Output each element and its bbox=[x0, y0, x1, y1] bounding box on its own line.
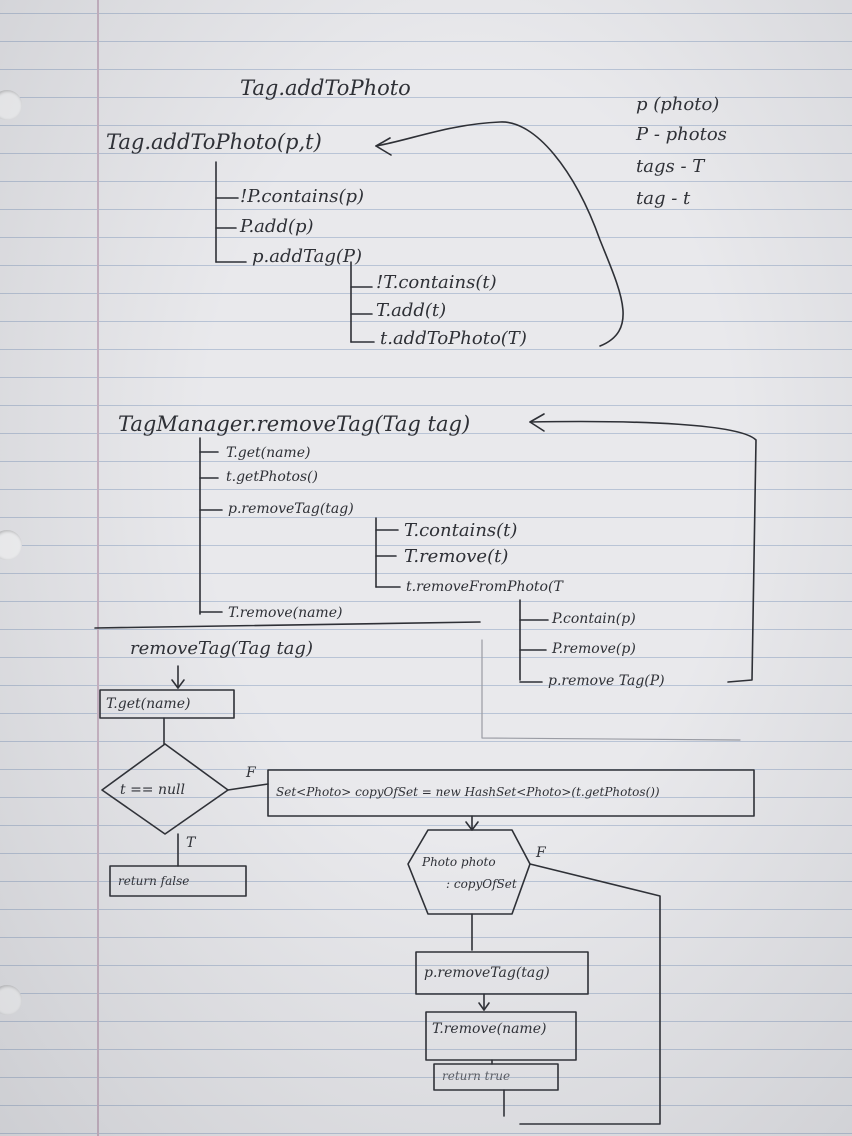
add-tree-item: !P.contains(p) bbox=[240, 186, 365, 207]
remove-name-shape bbox=[425, 1011, 577, 1061]
remove-tree-root: TagManager.removeTag(Tag tag) bbox=[118, 412, 471, 436]
add-sub-item: T.add(t) bbox=[376, 300, 447, 321]
remove-sub-item: T.contains(t) bbox=[404, 520, 518, 541]
remove-tree-item: t.getPhotos() bbox=[226, 469, 318, 485]
page-title: Tag.addToPhoto bbox=[240, 76, 411, 100]
return-true-box: return true bbox=[442, 1069, 511, 1083]
copy-set-shape bbox=[267, 769, 755, 817]
remove-loop-arrowhead bbox=[529, 413, 545, 432]
legend-item: tag - t bbox=[636, 188, 691, 209]
remove-sub-item: t.removeFromPhoto(T bbox=[406, 579, 563, 595]
return-false-box: return false bbox=[118, 874, 190, 888]
add-sub-item: t.addToPhoto(T) bbox=[380, 328, 527, 349]
loop-label: : copyOfSet bbox=[446, 877, 517, 891]
loop-false-line bbox=[519, 863, 661, 1125]
decision-shape bbox=[101, 743, 229, 835]
remove-tree-item: T.get(name) bbox=[226, 445, 311, 461]
remove-tree-item: T.remove(name) bbox=[228, 605, 343, 621]
add-sub-item: !T.contains(t) bbox=[376, 272, 497, 293]
return-true-shape bbox=[433, 1063, 559, 1091]
get-box: T.get(name) bbox=[106, 696, 191, 712]
legend-item: p (photo) bbox=[636, 94, 720, 115]
remove-tag-shape bbox=[415, 951, 589, 995]
remove-loop-arrow bbox=[529, 420, 757, 683]
return-false-shape bbox=[109, 865, 247, 897]
legend-item: P - photos bbox=[636, 124, 727, 145]
add-tree-root: Tag.addToPhoto(p,t) bbox=[106, 130, 322, 154]
binder-hole bbox=[0, 530, 22, 560]
flow-title: removeTag(Tag tag) bbox=[130, 638, 313, 659]
copy-set-box: Set<Photo> copyOfSet = new HashSet<Photo… bbox=[276, 785, 660, 799]
remove-sub2-item: P.remove(p) bbox=[552, 641, 636, 657]
add-tree-item: p.addTag(P) bbox=[252, 246, 363, 267]
add-loop-arrowhead bbox=[375, 137, 392, 156]
get-box-shape bbox=[99, 689, 235, 719]
add-loop-arrow bbox=[375, 121, 624, 347]
remove-tag-box: p.removeTag(tag) bbox=[424, 965, 550, 981]
remove-sub-item: T.remove(t) bbox=[404, 546, 509, 567]
true-label: T bbox=[186, 835, 196, 851]
remove-name-box: T.remove(name) bbox=[432, 1021, 547, 1037]
loop-hexagon-shape bbox=[407, 829, 531, 915]
remove-sub2-item: p.remove Tag(P) bbox=[548, 673, 665, 689]
loop-label: Photo photo bbox=[422, 855, 496, 869]
faint-frame bbox=[481, 639, 741, 741]
binder-hole bbox=[0, 90, 22, 120]
remove-sub2-item: P.contain(p) bbox=[552, 611, 636, 627]
add-tree-item: P.add(p) bbox=[240, 216, 314, 237]
false-label: F bbox=[246, 765, 256, 781]
loop-false-label: F bbox=[536, 845, 546, 861]
legend-item: tags - T bbox=[636, 156, 705, 177]
decision-false-line bbox=[227, 783, 269, 791]
remove-tree-item: p.removeTag(tag) bbox=[228, 501, 354, 517]
null-check: t == null bbox=[120, 782, 185, 798]
section-divider bbox=[94, 621, 481, 629]
binder-hole bbox=[0, 985, 22, 1015]
